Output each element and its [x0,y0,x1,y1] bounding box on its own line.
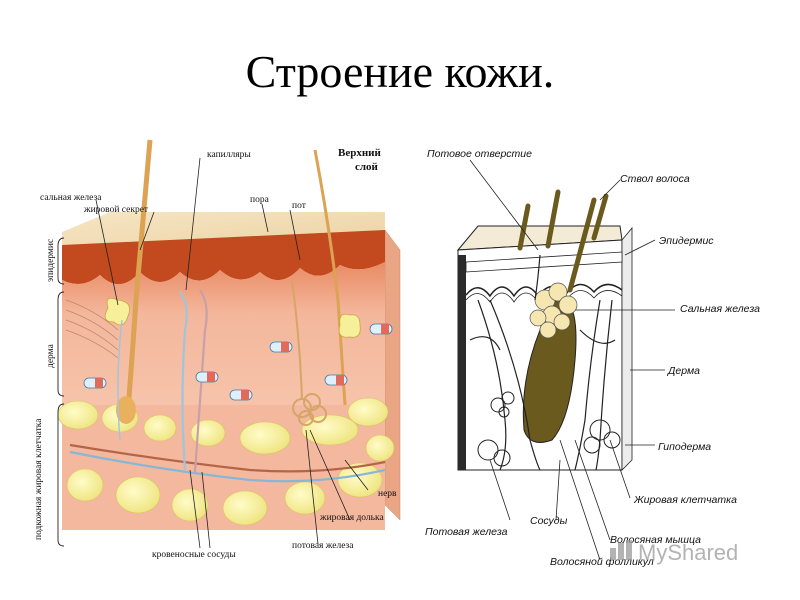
label-hair-shaft: Ствол волоса [620,173,690,185]
label-vessels: Сосуды [530,515,568,527]
watermark-logo-icon [610,540,632,560]
label-fat-secretion: жировой секрет [83,204,149,215]
label-blood-vessels: кровеносные сосуды [152,550,236,560]
right-skin-diagram: Потовое отверстие Ствол волоса Эпидермис… [425,148,760,568]
label-epidermis-right: Эпидермис [659,235,714,247]
layer-brackets [57,237,65,547]
side-label-dermis: дерма [46,343,56,368]
side-label-epidermis: эпидермис [46,239,56,282]
slide-title: Строение кожи. [245,46,555,97]
hair-shafts [517,189,609,293]
watermark: MyShared [610,540,738,565]
right-vessel-network [469,254,616,471]
label-sweat-gland-right: Потовая железа [425,526,508,538]
sweat-gland-coil [291,279,327,426]
sebaceous-gland-right [529,282,578,339]
label-sebaceous-gland-right: Сальная железа [680,303,760,315]
vessel-cross-sections [83,323,393,401]
label-sebaceous-gland: сальная железа [40,193,102,203]
label-upper-layer-1: Верхний [338,147,382,159]
blood-vessels-left [69,289,386,483]
label-upper-layer-2: слой [355,161,379,173]
hair-shaft-left [125,139,153,411]
nerve-fibers [65,299,119,359]
label-fat-tissue: Жировая клетчатка [633,494,737,506]
label-nerve: нерв [378,489,397,499]
label-sweat-gland: потовая железа [292,541,354,551]
label-sweat-pore: Потовое отверстие [427,148,532,160]
label-fat-lobule: жировая долька [319,513,384,523]
side-label-subcutaneous: подкожная жировая клетчатка [34,418,44,540]
label-hypodermis: Гиподерма [658,441,711,453]
label-hair-muscle: Волосяная мышца [610,534,701,546]
label-pore: пора [250,195,270,205]
label-sweat: пот [292,201,307,211]
left-leader-lines [95,157,369,549]
left-skin-diagram: эпидермис дерма подкожная жировая клетча… [34,139,401,560]
label-capillaries: капилляры [207,150,251,160]
hair-shaft-right [313,149,347,406]
dermis-layer [62,262,385,410]
watermark-text: MyShared [638,540,738,565]
right-sweat-glands [477,391,621,467]
right-leader-lines [469,159,675,561]
label-dermis-right: Дерма [667,365,700,377]
